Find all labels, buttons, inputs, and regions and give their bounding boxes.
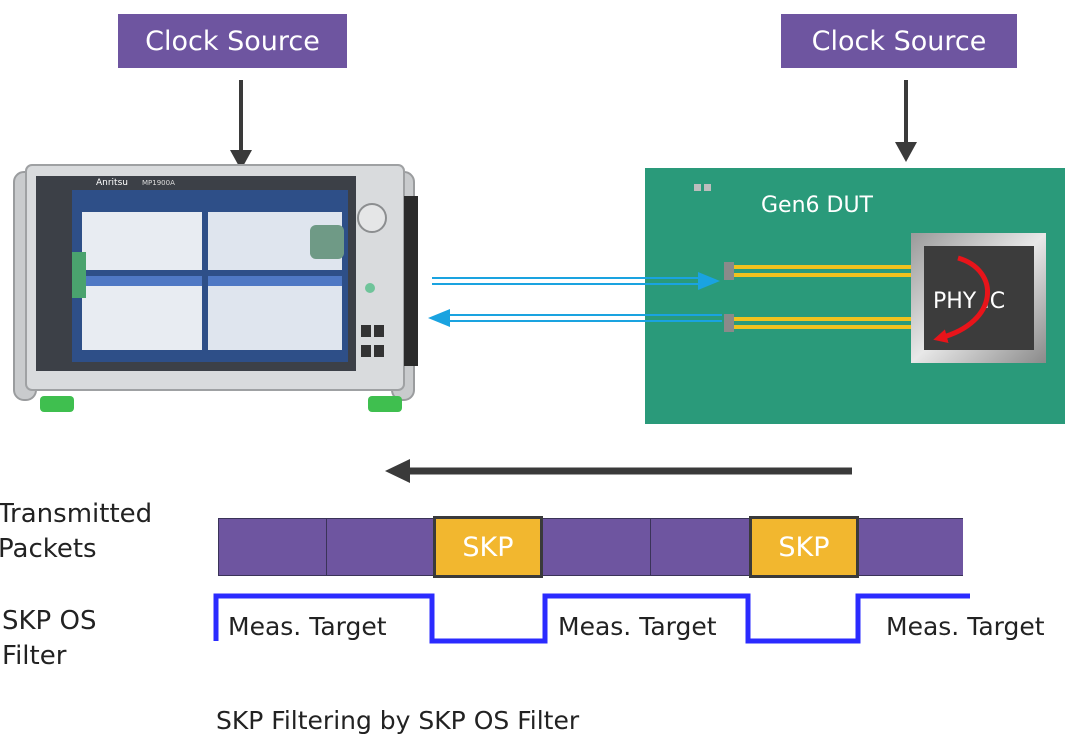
rotation-arrow: [933, 255, 991, 343]
direction-arrow: [385, 459, 852, 483]
signal-line-rx: [428, 309, 722, 327]
clock-source-right: Clock Source: [781, 14, 1017, 68]
skp-os-filter-label: SKP OS Filter: [2, 606, 97, 671]
packet-stream: SKP SKP: [218, 516, 963, 578]
filter-waveform: [213, 593, 970, 644]
packet-segment: [327, 519, 435, 575]
clock-source-left: Clock Source: [118, 14, 347, 68]
clock-arrow-left: [230, 80, 252, 170]
instrument-mp1900a: Anritsu MP1900A: [13, 164, 418, 412]
diagram-caption: SKP Filtering by SKP OS Filter: [216, 706, 580, 735]
phy-ic-label: PHY IC: [933, 289, 1005, 314]
meas-target-3: Meas. Target: [886, 612, 1045, 641]
signal-line-tx: [432, 272, 720, 290]
transmitted-packets-label: Transmitted Packets: [0, 499, 153, 564]
skp-packet-1: SKP: [433, 516, 543, 578]
instrument-brand: Anritsu: [96, 178, 128, 188]
meas-target-2: Meas. Target: [558, 612, 717, 641]
packet-segment: [543, 519, 651, 575]
instrument-model: MP1900A: [142, 179, 175, 187]
packet-segment: [859, 519, 963, 575]
meas-target-1: Meas. Target: [228, 612, 387, 641]
clock-arrow-right: [895, 80, 917, 162]
packet-segment: [219, 519, 327, 575]
dut-title: Gen6 DUT: [761, 193, 874, 218]
packet-segment: [651, 519, 751, 575]
skp-packet-2: SKP: [749, 516, 859, 578]
